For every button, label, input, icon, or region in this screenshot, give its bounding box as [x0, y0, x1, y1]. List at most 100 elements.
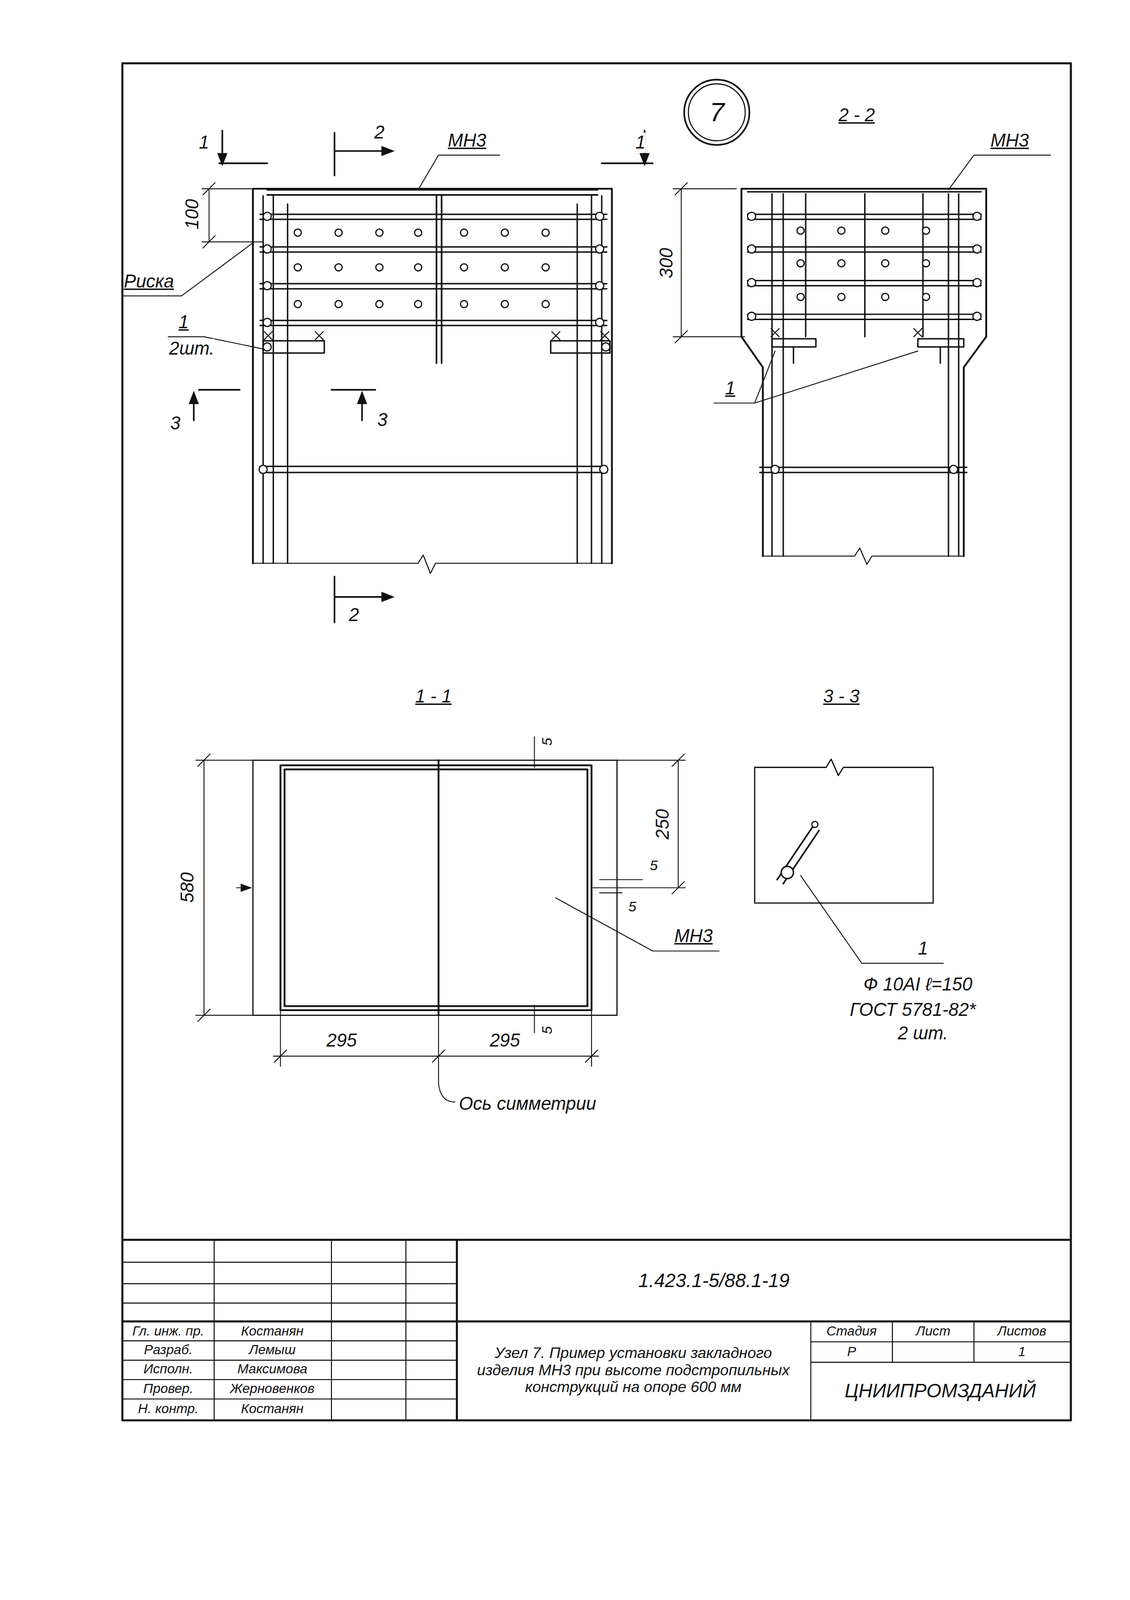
view-title: 3 - 3 [822, 686, 860, 707]
arrow-head [639, 152, 650, 167]
break-line [252, 554, 612, 573]
column-section [754, 758, 934, 903]
table-cell: Гл. инж. пр. [132, 1323, 205, 1339]
bar-end [972, 212, 982, 221]
bar-dot [376, 300, 384, 308]
rebar [772, 194, 959, 557]
bar-dot [334, 300, 343, 308]
dimension-line [202, 182, 264, 248]
bar-dot [414, 228, 422, 237]
break-line [763, 547, 964, 565]
bar-dot [542, 228, 550, 237]
organization-name: ЦНИИПРОМЗДАНИЙ [844, 1379, 1036, 1401]
bar-dot [376, 228, 384, 237]
spec-label: ГОСТ 5781-82* [849, 999, 976, 1020]
circle-outer [684, 79, 750, 145]
table-cell: Листов [997, 1323, 1047, 1339]
section-number: 2 [348, 604, 359, 626]
sheet-frame [122, 63, 1071, 1420]
leader-line [800, 875, 944, 963]
bar-end [972, 278, 982, 287]
bar-end [949, 465, 958, 474]
dimension: 5 [538, 1026, 555, 1035]
view-title: 2 - 2 [838, 105, 875, 126]
title-block-frame [122, 1239, 1071, 1420]
embedded-plate [280, 759, 592, 1015]
bar-dot [881, 293, 890, 301]
leader-line [438, 897, 719, 1102]
dimension-line [195, 736, 686, 1084]
bar-dot [460, 263, 468, 271]
dimension: 5 [538, 737, 555, 746]
table-cell: Н. контр. [137, 1401, 199, 1416]
dimension-line [673, 182, 745, 343]
table-cell: Лемыш [249, 1341, 297, 1357]
stirrup [260, 466, 607, 473]
bar-dot [542, 300, 550, 308]
bar-end [262, 281, 272, 290]
fixing-bar [262, 340, 610, 354]
bar-end [595, 281, 604, 290]
bar-end [747, 312, 756, 321]
table-cell: Р [846, 1344, 857, 1359]
spec-label: 2 шт. [897, 1023, 948, 1044]
bar-end [747, 212, 756, 221]
dimension: 5 [649, 856, 658, 873]
bar-dot [294, 300, 302, 308]
arrow-head [216, 152, 228, 167]
bar-end [972, 312, 982, 321]
leader-line [713, 155, 1051, 403]
table-cell: Стадия [826, 1323, 877, 1339]
dimension: 580 [177, 872, 198, 903]
part-label: МН3 [674, 926, 713, 947]
bar-end [595, 212, 604, 221]
bar-dot [414, 300, 422, 308]
bar-dot [501, 228, 509, 237]
table-cell: Костанян [240, 1401, 304, 1416]
section-number: 1 [635, 132, 646, 153]
table-cell: Костанян [240, 1323, 304, 1339]
section-number: 1 [198, 132, 209, 153]
bar-dot [797, 259, 805, 267]
callout-number: 1 [178, 312, 189, 333]
bar-dot [542, 263, 550, 271]
bar-dot [334, 263, 343, 271]
dimension: 295 [489, 1030, 520, 1051]
part-label: МН3 [447, 130, 487, 151]
dimension: 250 [652, 809, 674, 840]
arrow-head [356, 390, 367, 405]
bar-end [259, 465, 268, 474]
bar-end [972, 244, 982, 253]
anchor-bars [260, 214, 607, 326]
bar-end [599, 465, 608, 474]
stirrup [759, 467, 967, 473]
bar-end [601, 342, 610, 352]
bar-end [771, 465, 780, 474]
column-section [252, 759, 617, 1015]
bar-end [811, 821, 819, 828]
bar-dot [460, 228, 468, 237]
section-number: 3 [377, 410, 388, 431]
embedded-plate [267, 189, 598, 364]
section-mark [194, 130, 653, 623]
bar-dot [460, 300, 468, 308]
bar-dot [501, 300, 509, 308]
leader-line [122, 155, 500, 350]
bar-end [262, 212, 272, 221]
bar-dot [797, 227, 805, 235]
bar-end [747, 244, 756, 253]
weld-marks [771, 328, 923, 337]
bar-dot [837, 227, 845, 235]
quantity-label: 2шт. [169, 338, 215, 359]
weld-marks [263, 331, 609, 340]
callout-circle: 7 [682, 77, 752, 148]
bar-end [595, 318, 604, 327]
bar-dot [501, 263, 509, 271]
bar-end [781, 866, 794, 879]
bar-dot [376, 263, 384, 271]
bar-dot [414, 263, 422, 271]
drawing-title: Узел 7. Пример установки закладного изде… [465, 1344, 802, 1396]
section-number: 2 [374, 122, 385, 143]
callout-number: 1 [917, 938, 928, 959]
callout-number: 1 [725, 378, 736, 399]
